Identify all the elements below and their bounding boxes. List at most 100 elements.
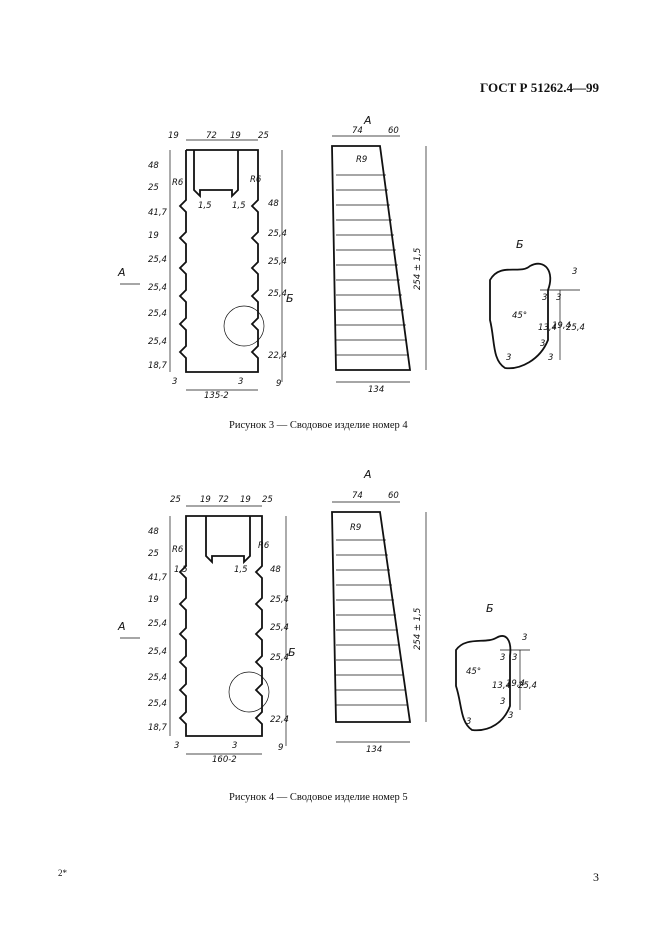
dimension-label: 19,4 [552,321,571,331]
dimension-label: 25 [258,131,269,141]
dimension-label: 134 [368,385,384,395]
dimension-label: 41,7 [148,208,168,218]
dimension-label: 3 [542,293,547,303]
dimension-label: 19 [240,495,251,505]
dimension-label: 3 [548,353,553,363]
dimension-label: R9 [350,523,361,533]
dimension-label: 19 [168,131,179,141]
dimension-label: 25 [148,549,159,559]
dimension-label: 48 [148,527,159,537]
dimension-label: 22,4 [268,351,287,361]
dimension-label: 9 [276,379,281,389]
dimension-label: 19 [148,595,159,605]
dimension-label: 25 [170,495,181,505]
side-view-hatching [336,174,409,356]
dimension-label: 134 [366,745,382,755]
dimension-label: 3 [174,741,179,751]
dimension-label: Б [288,646,296,659]
side-view-outline [331,145,412,371]
dimension-label: 48 [270,565,281,575]
front-view-outline [178,149,259,373]
dimension-label: A [117,266,126,279]
figure-4-caption: Рисунок 4 — Сводовое изделие номер 5 [229,792,408,803]
front-view-outline [178,515,263,737]
dimension-label: 48 [148,161,159,171]
dimension-label: 18,7 [148,361,168,371]
dimension-label: 72 [206,131,217,141]
dimension-label: 25,4 [270,623,289,633]
dimension-label: 3 [232,741,237,751]
dimension-label: 48 [268,199,279,209]
dimension-label: 9 [278,743,283,753]
dimension-label: 18,7 [148,723,168,733]
dimension-label: 3 [506,353,511,363]
dimension-label: A [117,620,126,633]
figure-3-caption: Рисунок 3 — Сводовое изделие номер 4 [229,420,408,431]
dimension-label: 25,4 [148,619,167,629]
dimension-label: 25,4 [148,699,167,709]
dimension-label: 74 [352,126,363,136]
dimension-label: 3 [466,717,471,727]
side-view-outline [331,511,412,723]
dimension-label: 3 [522,633,527,643]
dimension-label: Б [486,602,494,615]
dimension-label: 3 [556,293,561,303]
figure-4: 25 19 72 19 25 48 25 41,7 19 25,4 25,4 2… [0,460,661,810]
dimension-label: 254 ± 1,5 [413,608,423,650]
dimension-label: R6 [172,545,184,555]
dimension-label: 135-2 [204,391,229,401]
dimension-label: A [363,468,372,481]
side-view-hatching [336,539,408,706]
dimension-label: 3 [540,339,545,349]
dimension-label: 19 [200,495,211,505]
dimension-label: 25 [148,183,159,193]
dimension-label: 1,5 [232,201,246,211]
dimension-label: 19 [148,231,159,241]
dimension-label: 25,4 [148,337,167,347]
dimension-label: 25,4 [518,681,537,691]
dimension-label: 25,4 [268,257,287,267]
dimension-label: 60 [388,491,399,501]
dimension-label: R6 [258,541,270,551]
dimension-label: 25,4 [268,289,287,299]
dimension-label: 25,4 [566,323,585,333]
dimension-label: 25,4 [270,653,289,663]
dimension-label: 13,4 [492,681,511,691]
figure-3: 19 72 19 25 48 25 41,7 19 25,4 25,4 25,4… [0,0,661,450]
detail-circle [223,305,265,347]
dimension-label: A [363,114,372,127]
dimension-label: 3 [512,653,517,663]
detail-circle [228,671,270,713]
dimension-label: 41,7 [148,573,168,583]
dimension-label: 25,4 [148,283,167,293]
dimension-label: 25,4 [270,595,289,605]
dimension-label: 25 [262,495,273,505]
dimension-label: 19,4 [506,679,525,689]
footer-mark: 2* [58,868,67,878]
dimension-label: 25,4 [148,673,167,683]
standard-header: ГОСТ Р 51262.4—99 [480,80,599,95]
dimension-label: 160-2 [212,755,237,765]
dimension-label: 3 [500,653,505,663]
detail-b-outline [489,262,552,370]
page-number: 3 [593,870,599,884]
dimension-label: R9 [356,155,367,165]
figure-3-drawing: 19 72 19 25 48 25 41,7 19 25,4 25,4 25,4… [117,114,585,401]
dimension-label: 25,4 [148,647,167,657]
dimension-label: R6 [172,178,184,188]
dimension-label: 1,5 [198,201,212,211]
dimension-label: 22,4 [270,715,289,725]
dimension-label: 3 [572,267,577,277]
dimension-label: 25,4 [148,255,167,265]
dimension-label: 45° [466,667,481,677]
dimension-label: 13,4 [538,323,557,333]
figure-4-drawing: 25 19 72 19 25 48 25 41,7 19 25,4 25,4 2… [117,468,537,765]
dimension-label: 3 [500,697,505,707]
dimension-label: Б [516,238,524,251]
dimension-label: 74 [352,491,363,501]
dimension-label: 1,5 [174,565,188,575]
dimension-label: 3 [238,377,243,387]
dimension-label: 25,4 [268,229,287,239]
dimension-label: 3 [172,377,177,387]
dimension-label: 45° [512,311,527,321]
